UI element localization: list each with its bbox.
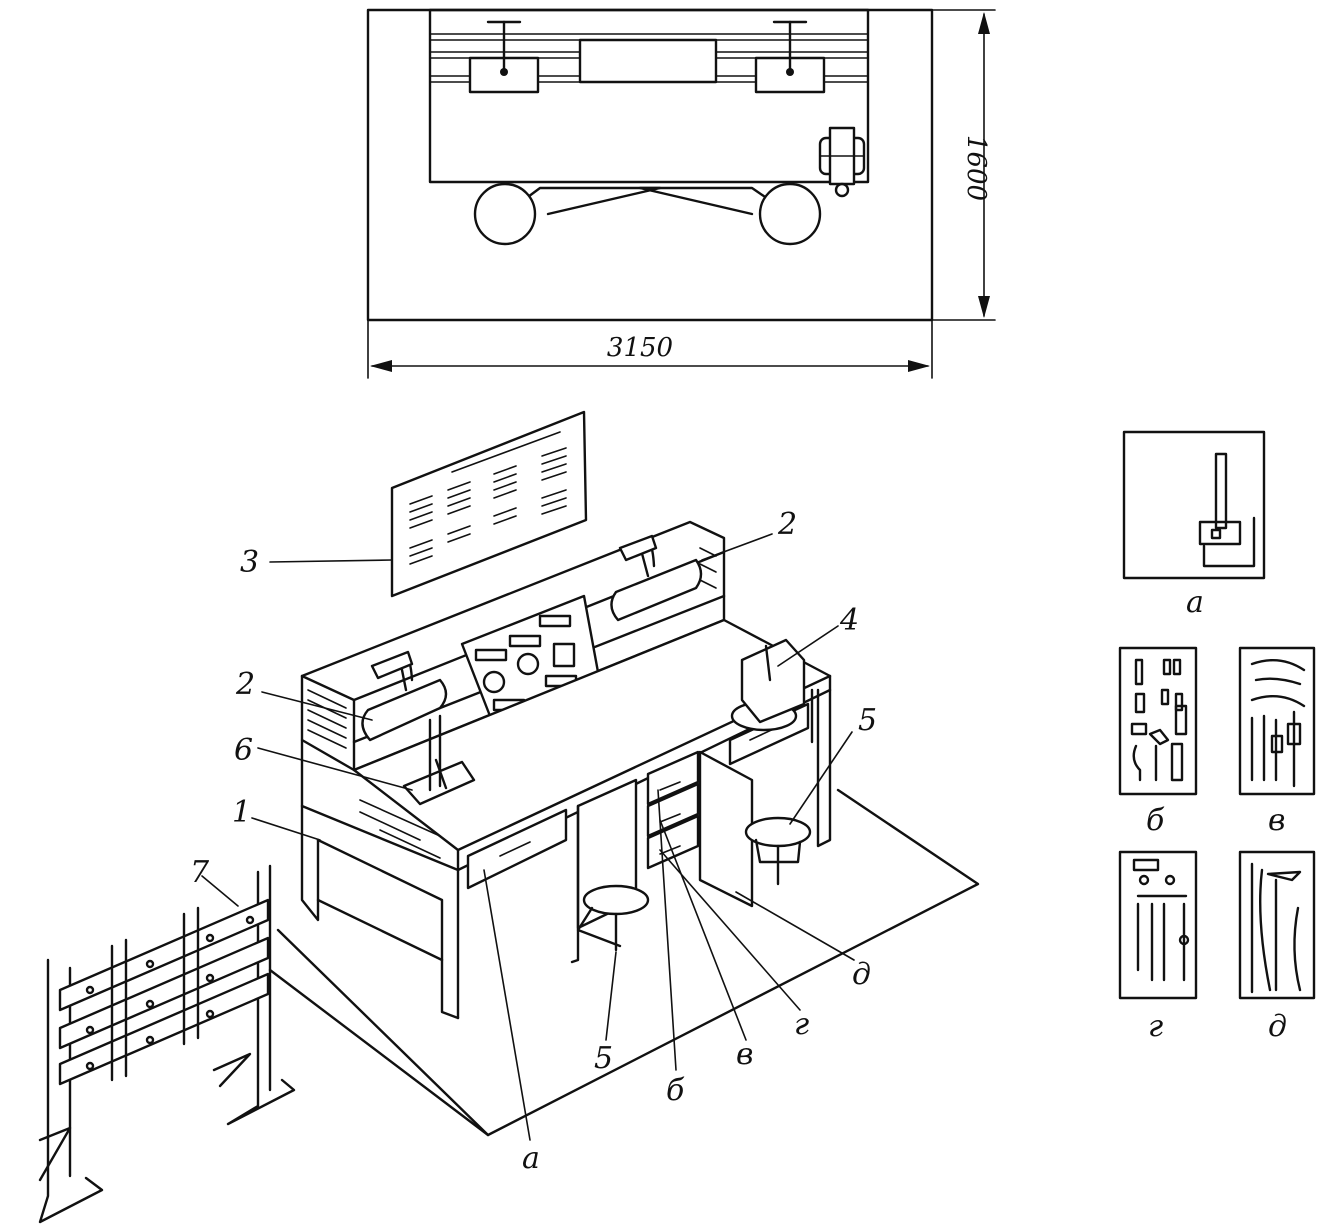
plan-view: 1600 3150 (366, 8, 996, 379)
plan-vise (818, 126, 866, 198)
drawer-inset-v-label: в (1268, 803, 1285, 838)
callout-7: 7 (190, 855, 210, 890)
callout-4: 4 (839, 603, 859, 638)
drawer-b (646, 750, 700, 806)
drawer-inset-g: г (1118, 850, 1198, 1044)
plan-stool-right (758, 182, 822, 246)
dimension-width: 3150 (607, 333, 673, 363)
drawer-inset-g-label: г (1148, 1009, 1163, 1044)
callout-g: г (794, 1007, 809, 1042)
drawer-inset-a: а (1122, 430, 1266, 620)
plan-bench-outline (428, 8, 870, 184)
callout-3: 3 (240, 545, 259, 580)
callout-6: 6 (234, 733, 253, 768)
callout-a: а (522, 1141, 540, 1176)
callout-2-right: 2 (777, 507, 797, 542)
callout-5-front: 5 (594, 1041, 613, 1076)
instruction-poster (390, 410, 588, 598)
drawer-inset-d-label: д (1268, 1009, 1287, 1044)
lamp-left (361, 650, 448, 742)
drawer-a (466, 808, 568, 890)
drawer-g (646, 814, 700, 870)
callout-2-left: 2 (235, 667, 255, 702)
dimension-depth: 1600 (961, 135, 991, 201)
cabinet-door-right (698, 750, 754, 908)
drawer-inset-b: б (1118, 646, 1198, 838)
drawer-inset-v: в (1238, 646, 1316, 838)
plan-stool-left (473, 182, 537, 246)
instrument-stand (402, 714, 476, 806)
drawer-inset-b-label: б (1146, 803, 1165, 838)
stool-front (576, 884, 650, 952)
callout-d: д (852, 957, 871, 992)
callout-v: в (736, 1037, 753, 1072)
tool-rack (38, 864, 296, 1224)
callout-b: б (666, 1073, 685, 1108)
drawer-inset-a-label: а (1186, 585, 1204, 620)
lamp-right (610, 534, 703, 622)
leader-lines (201, 533, 855, 1141)
callout-1: 1 (232, 795, 251, 830)
callout-5-right: 5 (858, 703, 877, 738)
bench-vise (730, 638, 814, 744)
stool-right (744, 816, 812, 886)
plan-instrument-panel (578, 38, 718, 84)
floor-area (276, 788, 980, 1137)
drawer-inset-d: д (1238, 850, 1316, 1044)
